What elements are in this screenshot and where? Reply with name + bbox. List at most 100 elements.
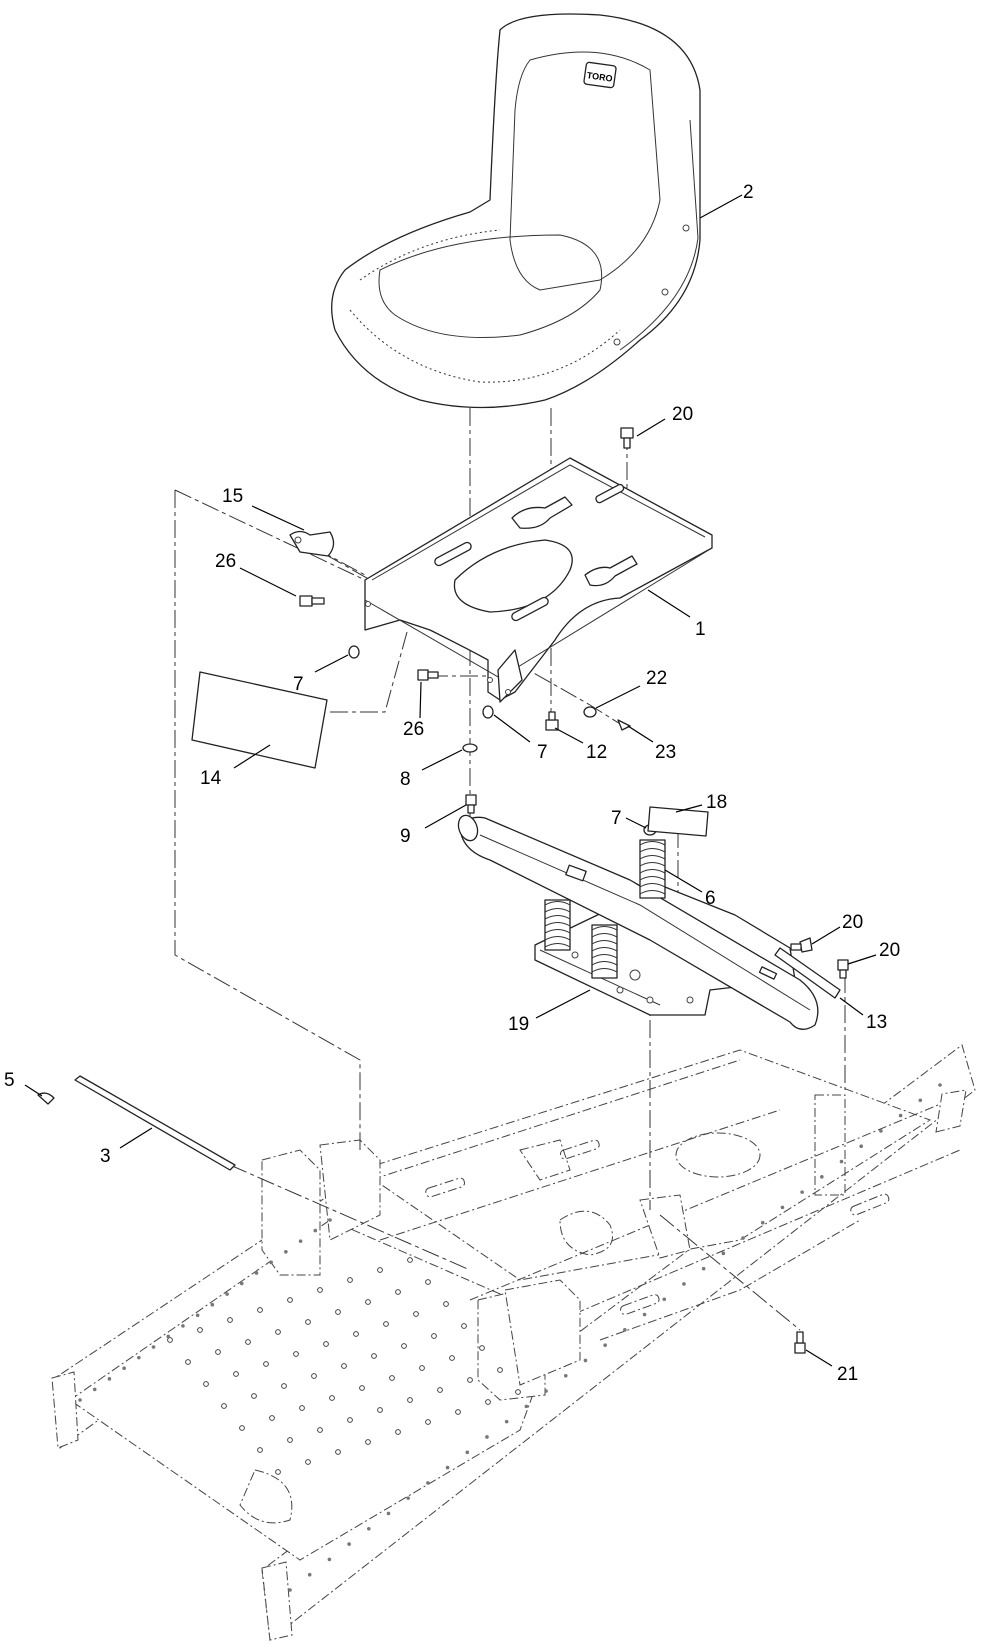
floor-hole [305,1319,311,1325]
floor-hole [287,1437,293,1443]
rail-hole [780,1205,785,1210]
floor-hole [425,1419,431,1425]
floor-hole [347,1417,353,1423]
rail-hole [269,1260,273,1265]
floor-hole [389,1375,395,1381]
floor-hole [269,1415,275,1421]
rail-hole [524,1404,529,1409]
floor-hole [221,1403,227,1409]
chassis-frame [51,1044,976,1641]
floor-hole [281,1383,287,1389]
callout-14: 14 [200,768,222,789]
floor-hole [215,1349,221,1355]
floor-hole [275,1329,281,1335]
floor-hole [431,1333,437,1339]
floor-hole [317,1287,323,1293]
floor-hole [467,1377,473,1383]
floor-hole [407,1397,413,1403]
toro-logo-text: TORO [586,70,613,83]
rail-hole [623,1328,627,1332]
rail-hole [938,1083,942,1087]
callout-3: 3 [100,1146,111,1167]
callout-8: 8 [400,769,411,790]
floor-hole [185,1359,191,1365]
rail-hole [386,1511,391,1516]
callout-22: 22 [646,668,667,689]
rail-hole [426,1481,430,1485]
rail-hole [284,1249,288,1254]
floor-hole [365,1439,371,1445]
callout-20: 20 [672,404,693,425]
rail-hole [298,1239,303,1243]
floor-hole [167,1337,173,1343]
floor-hole [419,1365,425,1371]
rail-hole [820,1175,824,1179]
floor-hole [203,1381,209,1387]
floor-hole [293,1351,299,1357]
floor-hole [299,1405,305,1411]
floor-hole [275,1469,281,1475]
floor-hole [461,1323,467,1329]
rail-hole [563,1373,568,1378]
rail-hole [504,1419,509,1424]
rail-hole [898,1113,903,1118]
rail-hole [544,1389,548,1393]
hardware [37,427,849,1354]
callout-labels: 2 20 15 26 1 7 22 26 7 12 23 14 8 18 7 9… [4,182,900,1385]
rail-hole [137,1355,141,1360]
rail-hole [800,1190,804,1194]
floor-hole [353,1331,359,1337]
floor-hole [443,1301,449,1307]
rail-hole [879,1129,883,1133]
spring-left [544,899,571,951]
callout-19: 19 [508,1014,529,1035]
rail-hole [701,1266,706,1271]
seat-pan-part-1 [364,457,713,703]
floor-hole [359,1385,365,1391]
floor-perforations [167,1257,521,1475]
floor-hole [371,1353,377,1359]
rail-hole [151,1345,156,1349]
floor-hole [401,1343,407,1349]
rail-hole [918,1098,923,1103]
rail-hole [166,1334,171,1339]
floor-hole [449,1355,455,1361]
rail-hole [254,1271,259,1275]
seat-suspension [457,814,841,1030]
rail-hole [225,1292,229,1296]
floor-hole [497,1367,503,1373]
floor-hole [335,1449,341,1455]
floor-hole [197,1327,203,1333]
rail-hole [406,1496,410,1500]
floor-hole [365,1299,371,1305]
callout-13: 13 [866,1012,887,1033]
callout-5: 5 [4,1070,15,1091]
floor-hole [377,1267,383,1273]
callout-7: 7 [293,674,304,695]
floor-hole [251,1393,257,1399]
floor-hole [395,1289,401,1295]
spring-middle [591,924,618,979]
floor-hole [407,1257,413,1263]
rail-hole [307,1572,312,1577]
frame-slots [425,1139,890,1315]
callout-7: 7 [611,808,622,829]
rail-hole [603,1343,607,1347]
rail-hole [327,1557,332,1562]
floor-hole [317,1427,323,1433]
floor-hole [377,1407,383,1413]
callout-20: 20 [879,940,900,961]
floor-hole [263,1361,269,1367]
rail-hole [195,1313,200,1318]
rail-hole [760,1220,765,1225]
floor-hole [227,1317,233,1323]
rail-hole [465,1450,470,1455]
floor-hole [425,1279,431,1285]
callout-26: 26 [215,551,236,572]
rail-hole [859,1144,864,1149]
floor-hole [239,1425,245,1431]
rail-hole [583,1358,588,1363]
callout-leaders [24,194,877,1367]
rail-hole [122,1366,126,1371]
